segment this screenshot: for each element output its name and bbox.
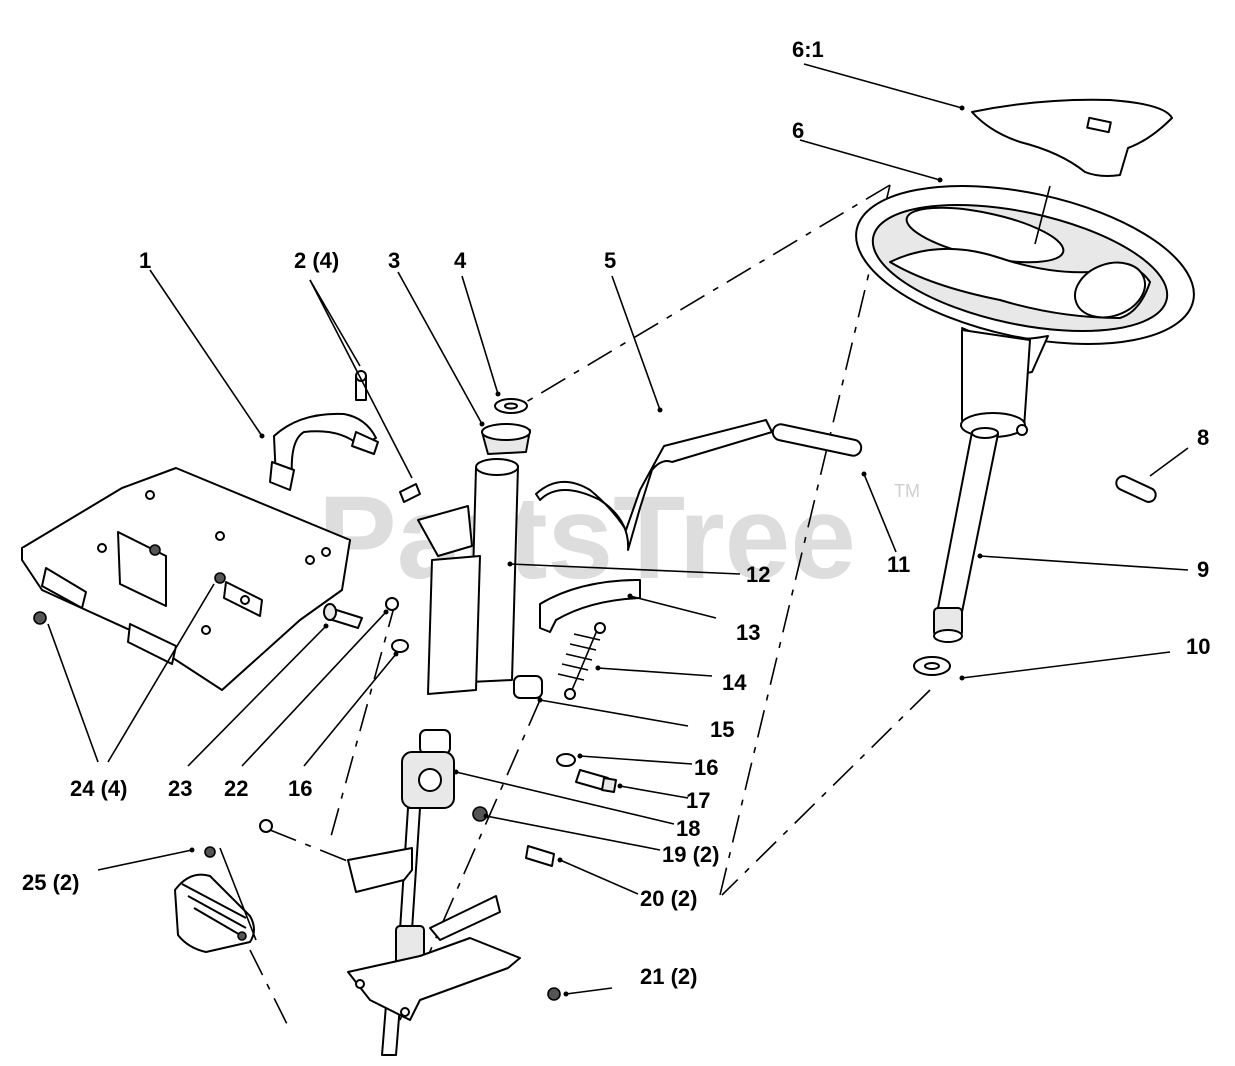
callout-8: 8	[1197, 425, 1209, 450]
callout-5: 5	[604, 248, 616, 273]
steering-shaft-part	[933, 427, 999, 643]
callout-11: 11	[887, 552, 910, 577]
alignment-lines	[249, 184, 931, 1031]
callout-24: 24 (4)	[70, 776, 127, 801]
callout-2: 2 (4)	[294, 248, 339, 273]
callout-22: 22	[224, 776, 248, 801]
steering-column-part	[417, 458, 519, 695]
pin-part	[1115, 475, 1157, 503]
watermark-trademark: TM	[894, 481, 920, 501]
callout-4: 4	[454, 248, 467, 273]
lower-bracket-part	[347, 847, 521, 1021]
nut-bolt-part	[472, 806, 555, 867]
callout-9: 9	[1197, 557, 1209, 582]
callout-10: 10	[1186, 634, 1210, 659]
nut-part-21	[547, 987, 561, 1001]
callout-13: 13	[736, 620, 760, 645]
callout-16: 16	[694, 755, 718, 780]
lower-shaft-part	[381, 807, 425, 1056]
steering-gear-part	[481, 398, 531, 455]
bolt-nut-part-22-23	[323, 597, 409, 653]
callout-18: 18	[676, 816, 700, 841]
washer-bolt-part	[556, 753, 617, 793]
spring-part	[557, 622, 606, 700]
bushing-part	[513, 675, 543, 699]
callout-25: 25 (2)	[22, 870, 79, 895]
callout-12: 12	[746, 562, 770, 587]
callout-21: 21 (2)	[640, 964, 697, 989]
callout-3: 3	[388, 248, 400, 273]
callout-17: 17	[686, 788, 710, 813]
callout-6-1: 6:1	[792, 37, 824, 62]
leader-lines	[47, 63, 1189, 997]
steering-rod-part	[535, 419, 863, 551]
clamp-bracket-part	[269, 370, 421, 503]
callout-labels: 6:1 6 1 2 (4) 3 4 5 8 9 10 11 12 13 14 1…	[22, 37, 1210, 989]
pedal-part	[174, 846, 255, 953]
callout-6: 6	[792, 118, 804, 143]
callout-14: 14	[722, 670, 747, 695]
frame-plate-part	[21, 467, 351, 691]
callout-20: 20 (2)	[640, 886, 697, 911]
u-joint-part	[401, 729, 455, 809]
callout-23: 23	[168, 776, 192, 801]
steering-wheel-part	[855, 185, 1195, 438]
misc-nut-part	[259, 819, 273, 833]
washer-part-10	[913, 656, 951, 676]
callout-15: 15	[710, 717, 734, 742]
callout-16-lower: 16	[288, 776, 312, 801]
steering-wheel-cap-part	[971, 98, 1173, 177]
callout-19: 19 (2)	[662, 842, 719, 867]
callout-1: 1	[139, 248, 151, 273]
nut-part-24	[33, 611, 47, 625]
